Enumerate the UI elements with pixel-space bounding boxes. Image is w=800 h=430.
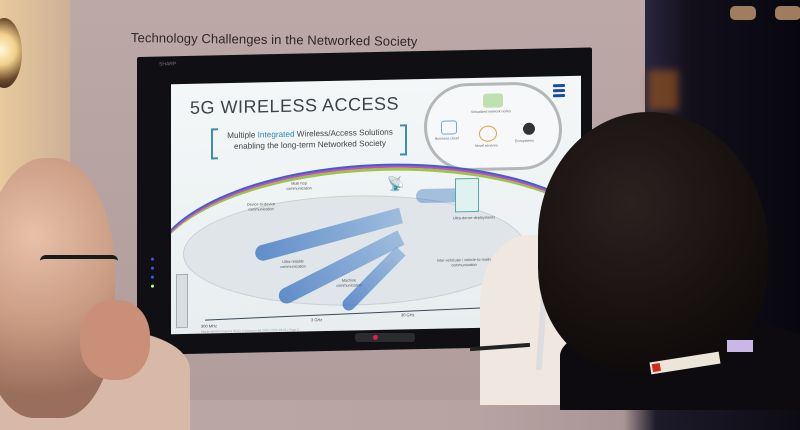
- slide-subtitle: Multiple Integrated Wireless/Access Solu…: [211, 124, 407, 160]
- ericsson-logo-icon: [553, 82, 565, 99]
- servers-icon: [483, 93, 503, 108]
- services-icon: [479, 125, 497, 142]
- person-right-hair: [538, 112, 768, 372]
- ceiling-light: [730, 6, 756, 20]
- building-icon: [455, 177, 479, 213]
- ceiling-light: [775, 6, 800, 20]
- whiteboard-toolbar[interactable]: [176, 273, 188, 329]
- ambient-glow: [648, 70, 678, 110]
- person-hand: [80, 300, 150, 380]
- person-left-head: [0, 158, 115, 418]
- status-leds: [151, 252, 157, 294]
- badge-tag: [727, 340, 753, 352]
- slide-title: 5G WIRELESS ACCESS: [190, 93, 400, 118]
- pen-tray: [355, 333, 415, 342]
- eyeglasses: [40, 255, 118, 279]
- antenna-tower-icon: 📡: [387, 175, 405, 192]
- wall-lamp: [0, 18, 22, 88]
- cloud-diagram: Virtualized network nodes Business cloud…: [424, 81, 562, 172]
- monitor-brand: SHARP: [159, 61, 177, 68]
- business-icon: [441, 120, 457, 135]
- slide-footer: Mobile World Congress 2015 | © Ericsson …: [201, 327, 299, 334]
- ecosystem-icon: [523, 122, 535, 135]
